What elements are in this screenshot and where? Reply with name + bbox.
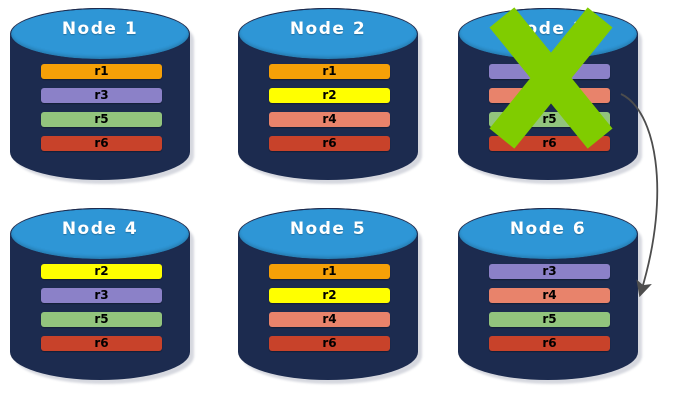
- node-label: Node 6: [509, 219, 587, 239]
- node-label: Node 5: [289, 219, 367, 239]
- replica-list: r3 r4 r5 r6: [489, 64, 610, 160]
- replica-list: r1 r2 r4 r6: [269, 64, 390, 160]
- node-4[interactable]: Node 4 r2 r3 r5 r6: [10, 208, 194, 384]
- node-label: Node 3: [509, 19, 587, 39]
- replica-row[interactable]: r5: [41, 112, 162, 127]
- replica-row[interactable]: r6: [489, 136, 610, 151]
- replica-row[interactable]: r2: [41, 264, 162, 279]
- node-3[interactable]: Node 3 r3 r4 r5 r6: [458, 7, 642, 184]
- node-6[interactable]: Node 6 r3 r4 r5 r6: [458, 208, 642, 384]
- replica-list: r1 r3 r5 r6: [41, 64, 162, 160]
- cylinder-top-cap: [239, 209, 417, 259]
- node-label: Node 4: [61, 219, 139, 239]
- replica-row[interactable]: r6: [269, 336, 390, 351]
- replica-row[interactable]: r5: [489, 312, 610, 327]
- replica-row[interactable]: r2: [269, 88, 390, 103]
- replica-row[interactable]: r5: [41, 312, 162, 327]
- replica-row[interactable]: r1: [269, 64, 390, 79]
- replica-list: r3 r4 r5 r6: [489, 264, 610, 360]
- replica-row[interactable]: r3: [489, 64, 610, 79]
- replica-row[interactable]: r4: [489, 88, 610, 103]
- replica-row[interactable]: r4: [489, 288, 610, 303]
- replica-row[interactable]: r5: [489, 112, 610, 127]
- node-5[interactable]: Node 5 r1 r2 r4 r6: [238, 208, 422, 384]
- node-1[interactable]: Node 1 r1 r3 r5 r6: [10, 8, 194, 184]
- replica-row[interactable]: r6: [41, 336, 162, 351]
- replica-list: r2 r3 r5 r6: [41, 264, 162, 360]
- replica-row[interactable]: r3: [41, 88, 162, 103]
- cylinder-top-cap: [11, 9, 189, 59]
- replica-row[interactable]: r4: [269, 312, 390, 327]
- node-2[interactable]: Node 2 r1 r2 r4 r6: [238, 8, 422, 184]
- replica-list: r1 r2 r4 r6: [269, 264, 390, 360]
- cylinder-top-cap: [459, 209, 637, 259]
- replica-row[interactable]: r4: [269, 112, 390, 127]
- replica-row[interactable]: r3: [489, 264, 610, 279]
- cylinder-top-cap: [11, 209, 189, 259]
- replica-row[interactable]: r1: [41, 64, 162, 79]
- replica-row[interactable]: r6: [489, 336, 610, 351]
- replica-row[interactable]: r2: [269, 288, 390, 303]
- node-label: Node 1: [61, 19, 139, 39]
- replica-row[interactable]: r1: [269, 264, 390, 279]
- cylinder-top-cap: [239, 9, 417, 59]
- replica-row[interactable]: r6: [269, 136, 390, 151]
- replica-row[interactable]: r6: [41, 136, 162, 151]
- node-label: Node 2: [289, 19, 367, 39]
- replica-row[interactable]: r3: [41, 288, 162, 303]
